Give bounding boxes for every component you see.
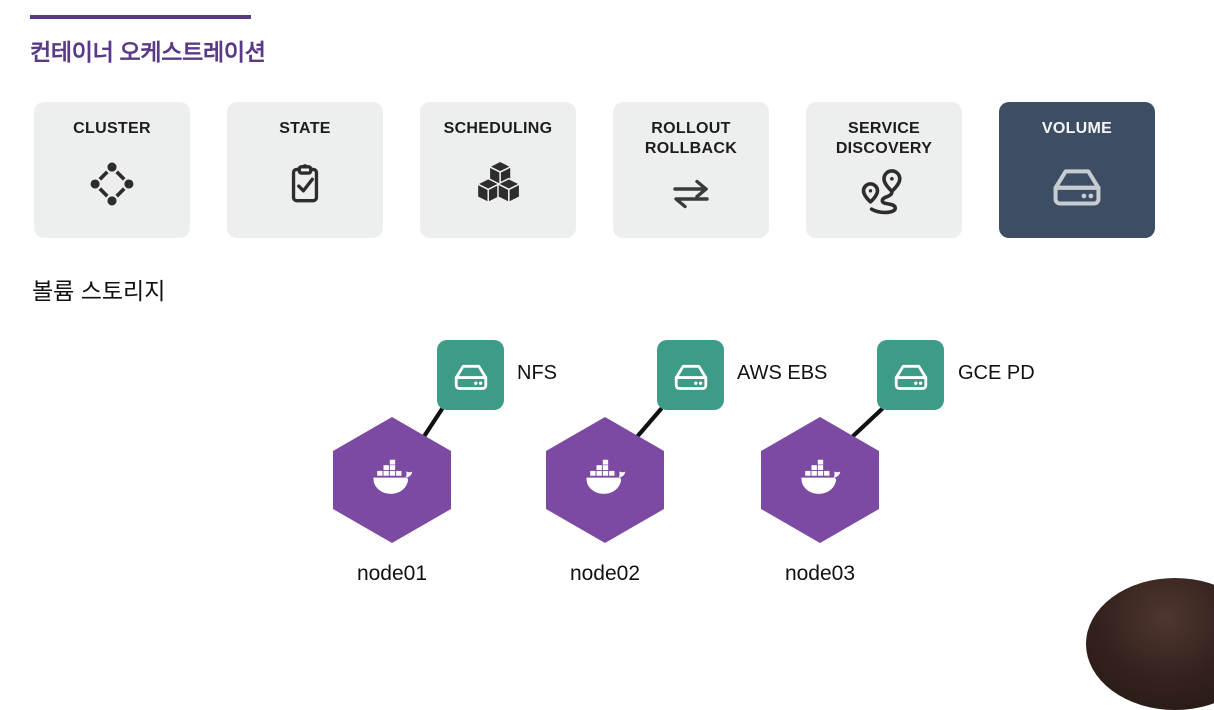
volume-drive-icon bbox=[1046, 139, 1108, 238]
storage-label: AWS EBS bbox=[737, 362, 828, 384]
docker-whale-icon bbox=[586, 459, 626, 494]
card-label: VOLUME bbox=[1041, 120, 1113, 137]
card-scheduling: SCHEDULING bbox=[420, 102, 576, 238]
card-label: CLUSTER bbox=[73, 120, 151, 137]
card-volume: VOLUME bbox=[999, 102, 1155, 238]
node-label: node03 bbox=[784, 562, 856, 585]
card-state: STATE bbox=[227, 102, 383, 238]
storage-box-nfs bbox=[437, 340, 504, 410]
card-rollout-rollback: ROLLOUT ROLLBACK bbox=[613, 102, 769, 238]
storage-label: NFS bbox=[517, 362, 557, 384]
card-label: ROLLOUT ROLLBACK bbox=[644, 120, 738, 157]
card-cluster: CLUSTER bbox=[34, 102, 190, 238]
arrows-swap-icon bbox=[665, 159, 717, 238]
storage-box-aws-ebs bbox=[657, 340, 724, 410]
card-label: STATE bbox=[279, 120, 331, 137]
card-label: SCHEDULING bbox=[443, 120, 553, 137]
cluster-icon bbox=[86, 139, 138, 238]
title-accent-rule bbox=[30, 15, 251, 19]
card-label: SERVICE DISCOVERY bbox=[835, 120, 933, 157]
card-service-discovery: SERVICE DISCOVERY bbox=[806, 102, 962, 238]
docker-node-hexagon bbox=[761, 417, 879, 543]
docker-whale-icon bbox=[801, 459, 841, 494]
node-label: node01 bbox=[356, 562, 428, 585]
feature-card-row: CLUSTER STATE SCHEDULING bbox=[34, 102, 1155, 238]
storage-box-gce-pd bbox=[877, 340, 944, 410]
docker-node-hexagon bbox=[546, 417, 664, 543]
cubes-icon bbox=[472, 139, 524, 238]
docker-node-hexagon bbox=[333, 417, 451, 543]
route-pins-icon bbox=[857, 159, 911, 238]
storage-label: GCE PD bbox=[958, 362, 1035, 384]
drive-icon bbox=[894, 364, 927, 390]
clipboard-check-icon bbox=[280, 139, 330, 238]
node-label: node02 bbox=[569, 562, 641, 585]
section-title: 볼륨 스토리지 bbox=[32, 278, 166, 304]
drive-icon bbox=[674, 364, 707, 390]
page-title: 컨테이너 오케스트레이션 bbox=[30, 39, 266, 65]
docker-whale-icon bbox=[373, 459, 413, 494]
drive-icon bbox=[454, 364, 487, 390]
